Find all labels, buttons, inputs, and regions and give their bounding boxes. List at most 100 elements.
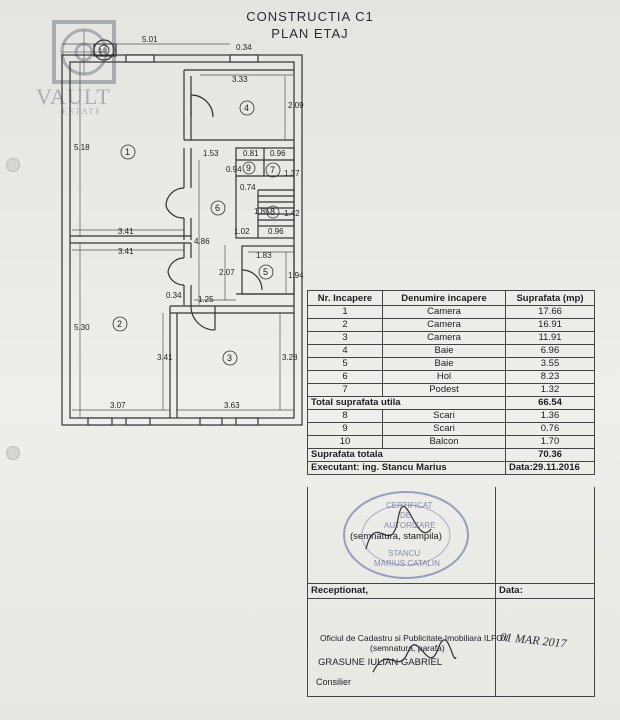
dim-label: 5.18 [74,143,90,152]
outer-wall-inner [69,61,295,419]
outer-wall-outer [61,54,303,426]
dim-label: 1.42 [284,209,300,218]
total-row: Suprafata totala 70.36 [307,448,595,462]
dim-label: 3.41 [157,353,173,362]
room-number: 8 [270,207,275,217]
dim-label: 5.01 [142,35,158,44]
logo-name: VAULT [36,84,111,109]
room-number: 5 [263,267,268,277]
signature-caption-2: (semnatura, parafa) [370,643,445,653]
dim-label: 3.41 [118,227,134,236]
handwritten-date: 01 MAR 2017 [499,629,568,651]
office-text: Oficiul de Cadastru si Publicitate Imobi… [320,633,509,643]
dim-label: 1.85 [254,207,270,216]
dim-label: 3.07 [110,401,126,410]
executant-row: Executant: ing. Stancu Marius Data:29.11… [307,461,595,475]
total-util-row: Total suprafata utila 66.54 [307,396,595,410]
signature-caption: (semnatura, stampila) [350,531,442,542]
total-util-value: 66.54 [505,396,595,410]
dim-label: 1.94 [288,271,304,280]
cell-nr: 3 [307,331,383,345]
stamp-text: STANCU [388,549,421,558]
cell-name: Baie [382,344,506,358]
total-value: 70.36 [505,448,595,462]
cell-area: 0.76 [505,422,595,436]
divider [308,598,594,599]
dim-label: 0.94 [226,165,242,174]
receptionat-date-label: Data: [499,585,523,596]
cell-nr: 6 [307,370,383,384]
dim-label: 3.41 [118,247,134,256]
cell-name: Camera [382,318,506,332]
cell-name: Camera [382,331,506,345]
cell-name: Camera [382,305,506,319]
dim-label: 0.81 [243,149,259,158]
room-number: 4 [244,103,249,113]
cell-nr: 5 [307,357,383,371]
executant-label: Executant: ing. Stancu Marius [307,461,506,475]
col-header: Nr. Incapere [307,290,383,306]
stamp-text: DE [400,511,412,520]
stamp-text: CERTIFICAT [386,501,433,510]
dim-label: 1.53 [203,149,219,158]
room-number: 10 [99,49,106,55]
signature-block: CERTIFICAT DE AUTORIZARE (semnatura, sta… [307,487,595,697]
cell-area: 17.66 [505,305,595,319]
dimension-lines [62,43,294,418]
title-plan: PLAN ETAJ [271,26,349,41]
dim-label: 3.28 [282,353,298,362]
dim-label: 3.63 [224,401,240,410]
divider [495,487,496,696]
cell-name: Hol [382,370,506,384]
punch-hole [6,158,20,172]
dim-label: 3.33 [232,75,248,84]
executant-date: Data:29.11.2016 [505,461,595,475]
cell-nr: 7 [307,383,383,397]
dim-label: 0.34 [166,291,182,300]
room-number: 7 [270,165,275,175]
room-number: 3 [227,353,232,363]
plan-walls [61,39,303,426]
logo-subtitle: ESTATE [62,107,103,116]
cell-area: 8.23 [505,370,595,384]
total-util-label: Total suprafata utila [307,396,506,410]
dim-label: 2.07 [219,268,235,277]
dim-label: 5.30 [74,323,90,332]
stamp-icon [343,491,469,579]
areas-table: Nr. Incapere Denumire incapere Suprafata… [307,290,595,475]
cell-name: Scari [382,409,506,423]
stamp-text: MARIUS CATALIN [374,559,440,568]
cell-name: Baie [382,357,506,371]
dim-label: 1.37 [284,169,300,178]
cell-name: Balcon [382,435,506,449]
total-label: Suprafata totala [307,448,506,462]
cell-nr: 2 [307,318,383,332]
room-number: 1 [125,147,130,157]
divider [308,583,594,584]
receptionat-label: Receptionat, [311,585,369,596]
title-construction: CONSTRUCTIA C1 [246,9,374,24]
table-header-row: Nr. Incapere Denumire incapere Suprafata… [307,290,595,306]
cell-area: 16.91 [505,318,595,332]
dim-label: 4.86 [194,237,210,246]
col-header: Suprafata (mp) [505,290,595,306]
dim-label: 0.34 [236,43,252,52]
dim-label: 2.09 [288,101,304,110]
cell-area: 11.91 [505,331,595,345]
dim-label: 1.25 [198,295,214,304]
cell-nr: 9 [307,422,383,436]
col-header: Denumire incapere [382,290,506,306]
dim-label: 0.96 [268,227,284,236]
room-number: 2 [117,319,122,329]
room-number: 6 [215,203,220,213]
cell-area: 1.70 [505,435,595,449]
cell-area: 6.96 [505,344,595,358]
cell-name: Scari [382,422,506,436]
